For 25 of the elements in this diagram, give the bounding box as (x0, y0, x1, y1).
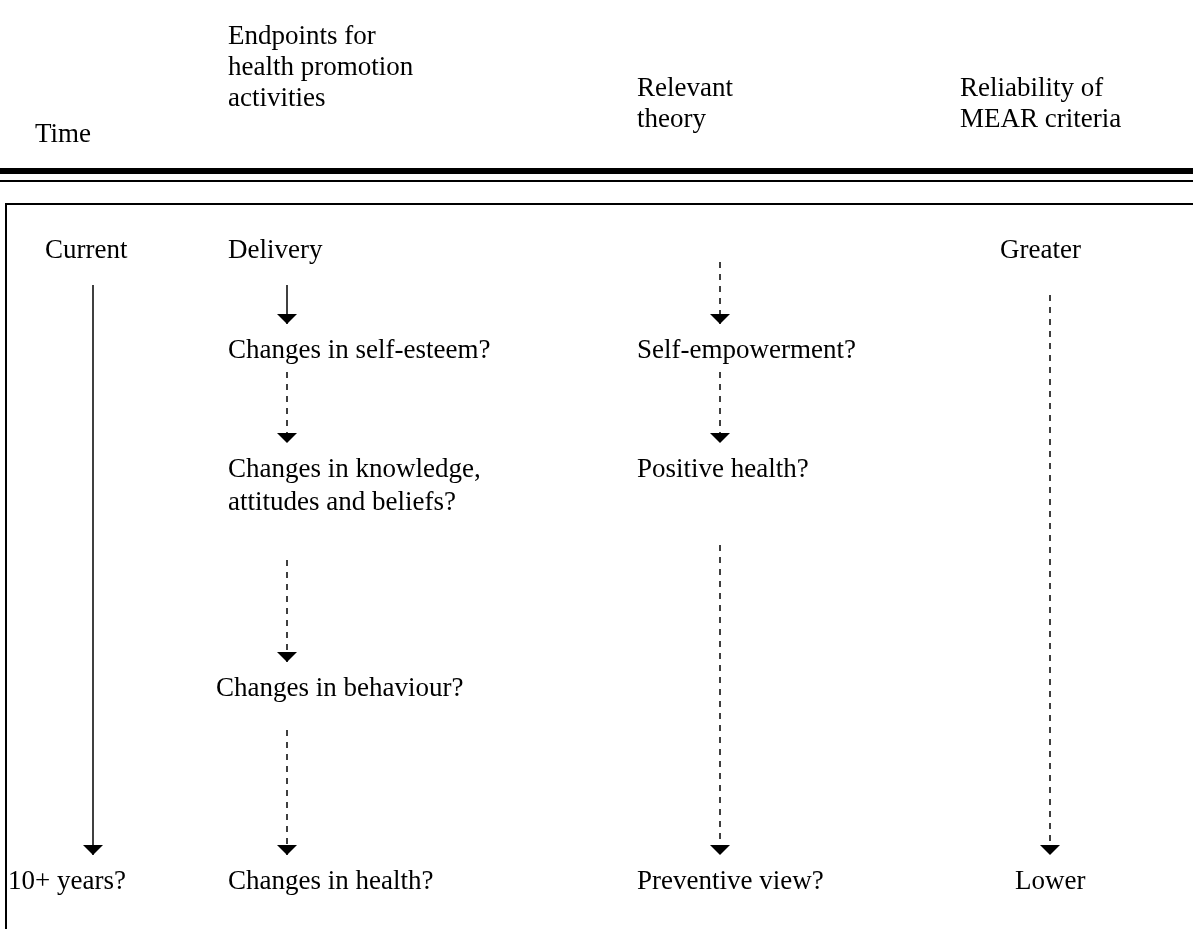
theory-label: Self-empowerment? (637, 333, 856, 366)
time-label: Current (45, 233, 128, 266)
column-header: Time (35, 118, 93, 149)
dashed-arrow (710, 544, 730, 856)
theory-label: Positive health? (637, 452, 809, 485)
dashed-arrow (277, 371, 297, 444)
reliability-label: Lower (1015, 864, 1086, 897)
endpoint-label: Changes in knowledge, attitudes and beliefs? (228, 452, 558, 518)
reliability-label: Greater (1000, 233, 1081, 266)
dashed-arrow (277, 729, 297, 856)
endpoint-label: Changes in health? (228, 864, 434, 897)
theory-label: Preventive view? (637, 864, 824, 897)
column-header: Relevant theory (637, 72, 734, 134)
dashed-arrow (1040, 294, 1060, 856)
dashed-arrow (710, 261, 730, 325)
dashed-arrow (277, 559, 297, 663)
endpoint-label: Changes in self-esteem? (228, 333, 491, 366)
arrow (83, 284, 103, 856)
column-header: Reliability of MEAR criteria (960, 72, 1123, 134)
endpoint-label: Changes in behaviour? (216, 671, 464, 704)
dashed-arrow (710, 371, 730, 444)
arrow (277, 284, 297, 325)
column-header: Endpoints for health promotion activities (228, 20, 415, 113)
time-label: 10+ years? (8, 864, 126, 897)
endpoint-label: Delivery (228, 233, 323, 266)
